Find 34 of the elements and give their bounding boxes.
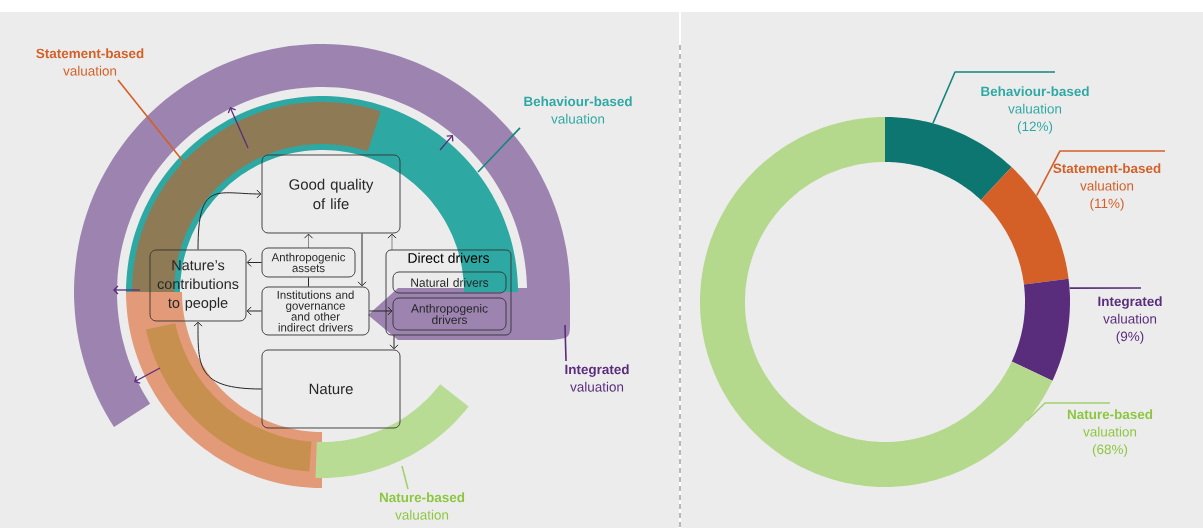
text-box: Nature xyxy=(261,349,401,429)
arrow xyxy=(387,233,397,251)
valuation-label: Nature-based valuation xyxy=(379,492,465,520)
valuation-label: Nature-based valuation (68%) xyxy=(1067,409,1153,457)
leader-line xyxy=(932,71,1056,124)
arrow xyxy=(304,233,313,249)
leader-line xyxy=(1068,287,1142,289)
valuation-label: Statement-based valuation (11%) xyxy=(1053,163,1161,211)
arrow xyxy=(368,306,393,316)
leader-line xyxy=(1035,150,1166,197)
leader-line xyxy=(401,465,409,490)
text-box: Anthropogenic assets xyxy=(261,247,356,278)
donut-slice xyxy=(885,117,1012,200)
arrow xyxy=(357,232,367,287)
leader-line xyxy=(564,324,567,362)
leader-line xyxy=(1026,402,1111,422)
leader-line xyxy=(477,127,521,173)
leader-line xyxy=(117,79,187,166)
donut-slice xyxy=(700,117,1053,487)
text-box: Good quality of life xyxy=(261,154,401,234)
valuation-label: Behaviour-based valuation (12%) xyxy=(981,86,1089,134)
valuation-label: Integrated valuation xyxy=(565,364,629,392)
text-box: Anthropogenic drivers xyxy=(392,297,507,331)
text-box: Institutions and governance and other indirect drivers xyxy=(261,286,370,336)
arrow xyxy=(197,189,262,251)
arrow xyxy=(246,258,263,267)
valuation-label: Statement-based valuation xyxy=(36,48,144,76)
arrow xyxy=(246,306,263,316)
arrow xyxy=(193,321,263,390)
donut-slice xyxy=(1011,278,1070,381)
valuation-label: Integrated valuation (9%) xyxy=(1098,296,1162,344)
arrow xyxy=(389,334,399,350)
valuation-label: Behaviour-based valuation xyxy=(524,96,632,124)
connector-line xyxy=(308,276,309,288)
